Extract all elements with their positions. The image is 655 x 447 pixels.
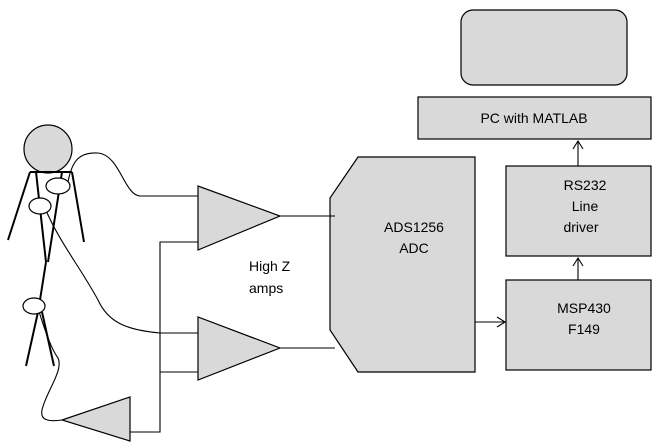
arrowhead-pc — [572, 139, 584, 150]
figure-head — [23, 124, 73, 174]
adc-label-line2: ADC — [399, 240, 429, 256]
electrode-chest-left — [28, 197, 52, 215]
wire-reference-bus — [130, 241, 198, 433]
rs232-label-line1: RS232 — [564, 177, 607, 193]
pc-block — [417, 96, 652, 140]
amp-top — [197, 185, 282, 251]
monitor-screen — [460, 9, 628, 86]
adc-block — [329, 156, 476, 373]
msp430-label-line2: F149 — [568, 321, 600, 337]
figure-left-arm — [7, 171, 31, 241]
electrode-chest-right — [45, 177, 71, 195]
amp-driven-leg — [60, 396, 131, 442]
lead-chest2-amp2 — [44, 207, 198, 334]
figure-left-leg — [25, 311, 39, 367]
figure-hip — [39, 261, 47, 301]
lead-leg-driven — [37, 307, 63, 422]
pc-block-label: PC with MATLAB — [480, 110, 587, 126]
figure-torso-left — [35, 171, 47, 263]
lead-chest-amp1 — [67, 152, 198, 197]
adc-label-line1: ADS1256 — [384, 219, 444, 235]
arrowhead-rs232 — [572, 256, 584, 267]
rs232-label-line2: Line — [572, 198, 599, 214]
rs232-block — [505, 165, 652, 257]
arrowhead-msp430 — [496, 316, 507, 328]
amp-bottom — [197, 316, 282, 381]
amps-label-line1: High Z — [249, 258, 291, 274]
rs232-label-line3: driver — [563, 219, 598, 235]
figure-right-leg — [41, 311, 55, 367]
figure-right-arm — [71, 171, 85, 243]
msp430-label-line1: MSP430 — [557, 300, 611, 316]
electrode-leg — [22, 297, 46, 315]
amps-label-line2: amps — [249, 280, 283, 296]
